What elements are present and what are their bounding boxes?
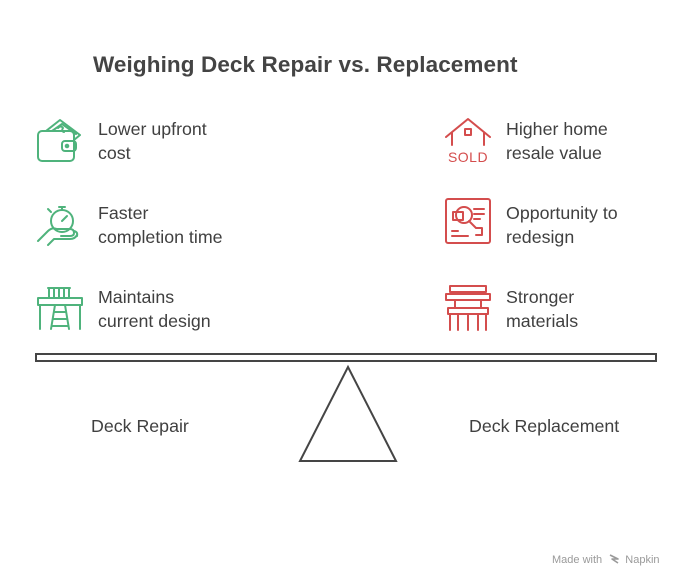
hand-stopwatch-icon (36, 201, 84, 251)
benefit-label: Opportunity to redesign (506, 203, 618, 247)
deck-repair-label: Deck Repair (91, 416, 189, 436)
fulcrum-triangle (298, 364, 398, 462)
replacement-benefit-redesign: Opportunity to redesign (444, 197, 684, 253)
wallet-cash-icon (36, 117, 84, 167)
benefit-label: Lower upfront cost (98, 119, 207, 163)
benefit-label: Stronger materials (506, 287, 579, 331)
blueprint-magnifier-icon (444, 197, 492, 247)
benefit-label: Maintains current design (98, 287, 211, 331)
repair-benefit-lower-cost: Lower upfront cost (36, 117, 296, 173)
footer-brand: Napkin (625, 554, 660, 566)
footer-prefix: Made with (552, 554, 603, 566)
made-with-napkin-footer: Made with Napkin (552, 553, 660, 566)
deck-replacement-label: Deck Replacement (469, 416, 620, 436)
sold-sign-text: SOLD (448, 149, 488, 165)
repair-benefit-current-design: Maintains current design (36, 285, 296, 341)
napkin-logo-icon (609, 554, 620, 564)
house-sold-icon: SOLD (444, 117, 492, 167)
replacement-benefit-resale-value: SOLD Higher home resale value (444, 117, 684, 173)
repair-benefit-faster-time: Faster completion time (36, 201, 296, 257)
diagram-title: Weighing Deck Repair vs. Replacement (93, 52, 518, 77)
deck-railing-icon (444, 284, 492, 334)
deck-stairs-icon (36, 285, 84, 335)
benefit-label: Faster completion time (98, 203, 223, 247)
benefit-label: Higher home resale value (506, 119, 608, 163)
replacement-benefit-stronger-materials: Stronger materials (444, 284, 684, 340)
balance-beam (35, 353, 657, 362)
